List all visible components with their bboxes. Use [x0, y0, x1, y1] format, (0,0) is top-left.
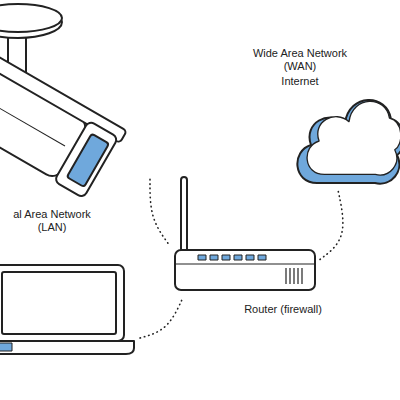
cloud-node: Wide Area Network (WAN) Internet	[245, 45, 400, 190]
network-link	[140, 297, 183, 338]
camera-node	[0, 40, 150, 210]
router-node: Router (firewall)	[168, 172, 320, 297]
node-label: Router (firewall)	[223, 303, 343, 316]
network-link	[320, 190, 343, 260]
network-link	[150, 179, 168, 243]
router-illustration	[175, 177, 315, 290]
cloud-illustration	[297, 100, 400, 184]
node-label: Wide Area Network (WAN)	[250, 47, 350, 73]
laptop-node	[0, 262, 140, 357]
laptop-illustration	[0, 265, 134, 354]
node-sublabel: Internet	[250, 75, 350, 88]
camera-illustration	[0, 4, 127, 200]
network-label: al Area Network (LAN)	[2, 208, 102, 234]
